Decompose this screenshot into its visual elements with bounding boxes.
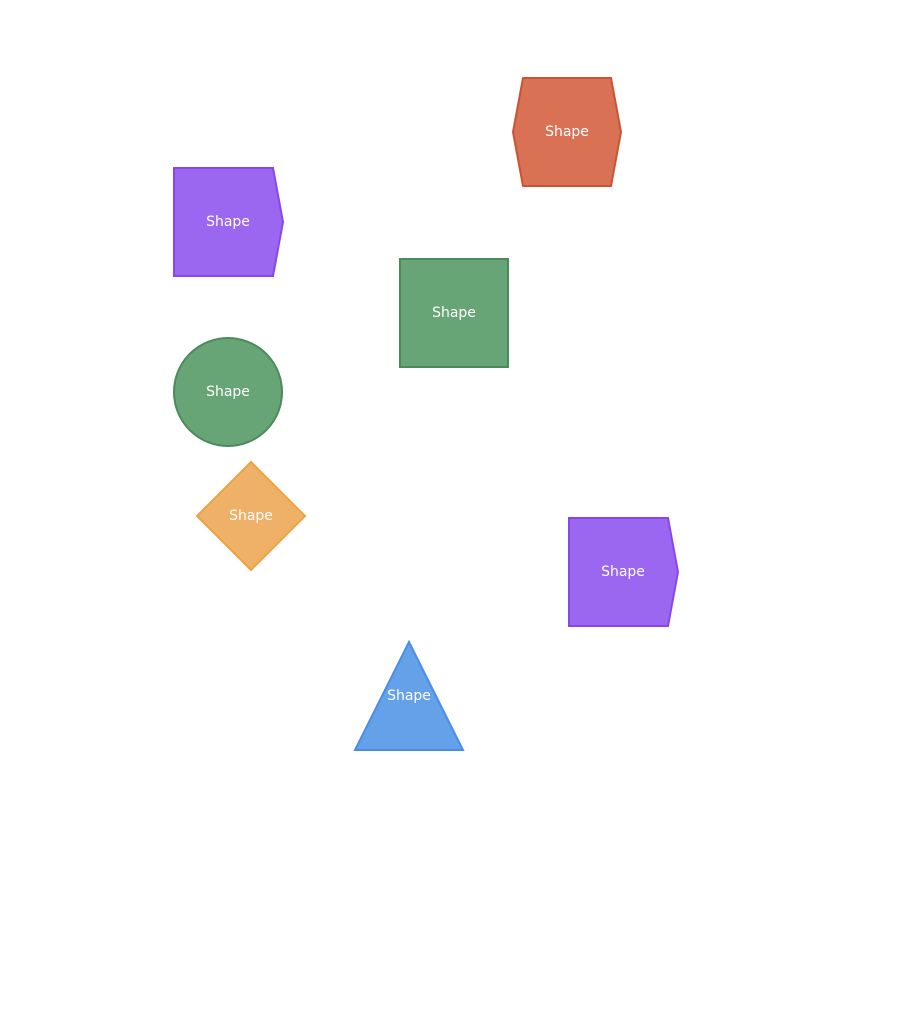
shape-hexagon[interactable]: Shape bbox=[511, 77, 623, 187]
shape-circle[interactable]: Shape bbox=[173, 337, 283, 447]
square-shape-body[interactable] bbox=[399, 258, 509, 368]
shape-triangle[interactable]: Shape bbox=[353, 639, 465, 751]
shape-label: Shape bbox=[601, 564, 645, 580]
shape-pentagon-right[interactable]: Shape bbox=[568, 517, 680, 627]
pentagon-shape-body[interactable] bbox=[173, 167, 285, 277]
shape-label: Shape bbox=[229, 508, 273, 524]
pentagon-shape-body[interactable] bbox=[568, 517, 680, 627]
shape-pentagon-left[interactable]: Shape bbox=[173, 167, 285, 277]
shape-label: Shape bbox=[545, 124, 589, 140]
triangle-shape-body[interactable] bbox=[353, 639, 465, 751]
shape-label: Shape bbox=[387, 688, 431, 704]
hexagon-shape-body[interactable] bbox=[511, 77, 623, 187]
shape-label: Shape bbox=[206, 214, 250, 230]
shape-diamond[interactable]: Shape bbox=[195, 460, 307, 572]
shape-label: Shape bbox=[206, 384, 250, 400]
circle-shape-body[interactable] bbox=[173, 337, 283, 447]
shape-square[interactable]: Shape bbox=[399, 258, 509, 368]
diamond-shape-body[interactable] bbox=[195, 460, 307, 572]
shape-label: Shape bbox=[432, 305, 476, 321]
